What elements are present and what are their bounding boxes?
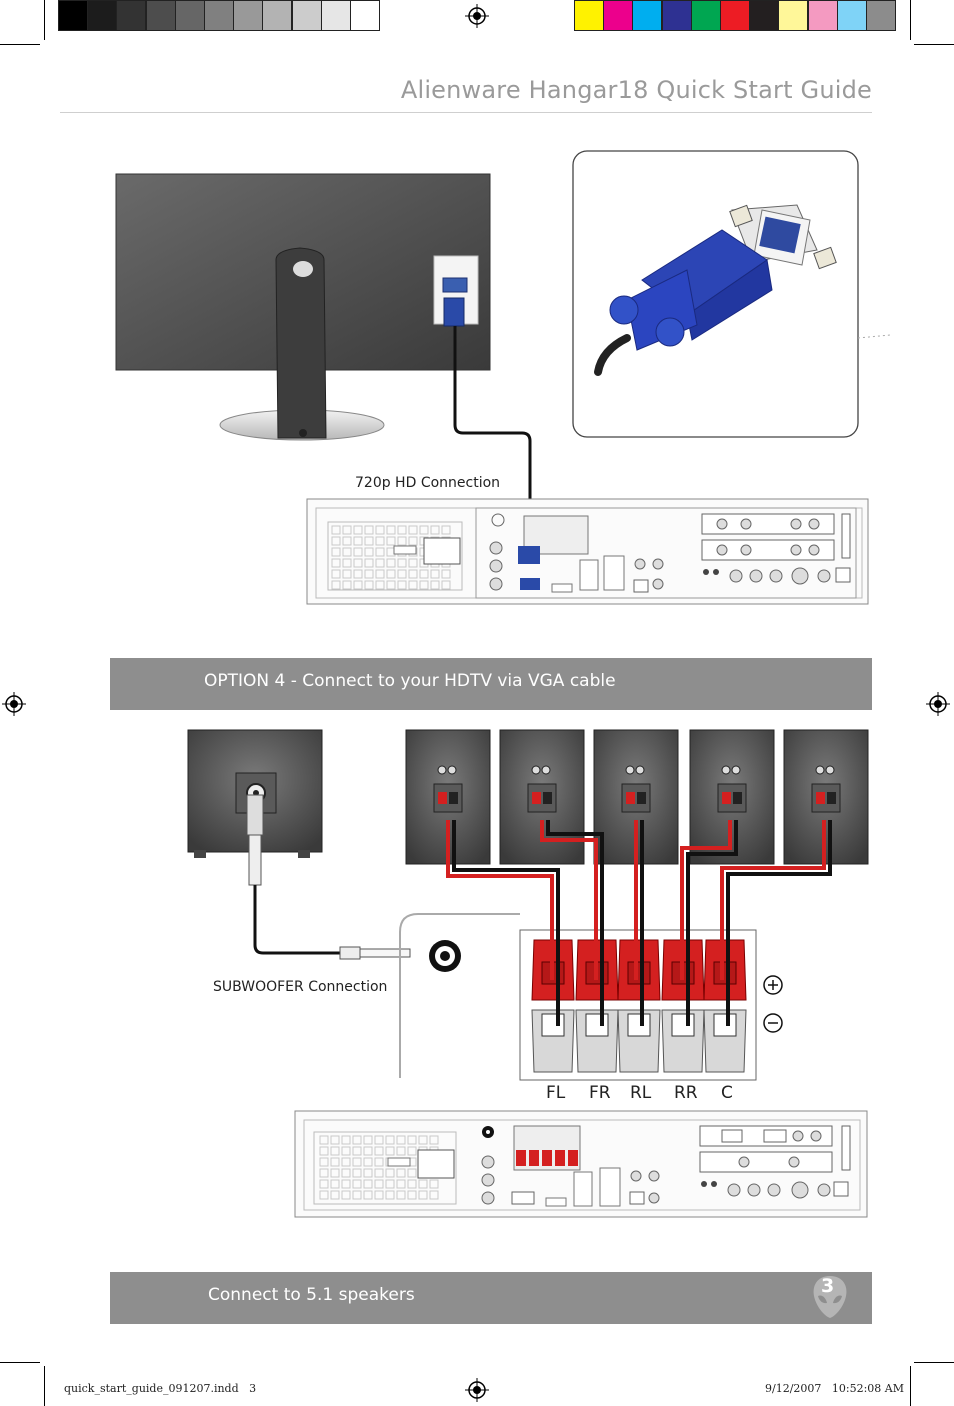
subwoofer-jack-icon <box>429 940 461 972</box>
crop-mark <box>44 0 45 40</box>
vga-connector-closeup <box>572 150 891 438</box>
plus-icon <box>763 975 783 995</box>
gray-swatch <box>58 0 88 31</box>
section-title-speakers: Connect to 5.1 speakers <box>208 1285 415 1305</box>
color-swatch <box>632 0 663 31</box>
subwoofer-connection-label: SUBWOOFER Connection <box>213 979 388 995</box>
registration-mark-icon <box>465 4 489 28</box>
channel-label-c: C <box>721 1083 733 1103</box>
rear-panel-outline <box>399 913 520 1078</box>
color-swatch <box>807 0 838 31</box>
color-swatch <box>603 0 634 31</box>
alien-head-icon <box>813 1276 847 1318</box>
gray-swatch <box>291 0 322 31</box>
crop-mark <box>914 1362 954 1363</box>
color-swatch <box>836 0 867 31</box>
registration-mark-icon <box>465 1378 489 1402</box>
section-bar-vga: OPTION 4 - Connect to your HDTV via VGA … <box>110 658 872 710</box>
color-swatch <box>574 0 604 31</box>
color-swatch <box>749 0 780 31</box>
page-title: Alienware Hangar18 Quick Start Guide <box>400 76 872 104</box>
header-divider <box>60 112 872 113</box>
subwoofer-cable-line <box>246 794 411 960</box>
pc-rear-panel-speakers <box>294 1110 868 1218</box>
registration-mark-icon <box>2 692 26 716</box>
gray-swatch <box>350 0 380 31</box>
footer-timestamp: 9/12/2007 10:52:08 AM <box>765 1382 904 1395</box>
crop-mark <box>44 1366 45 1406</box>
color-swatch <box>690 0 721 31</box>
channel-label-rl: RL <box>630 1083 652 1103</box>
registration-mark-icon <box>926 692 950 716</box>
gray-swatch <box>233 0 264 31</box>
speaker-terminal-block <box>446 820 832 1081</box>
color-swatch <box>778 0 809 31</box>
gray-swatch <box>116 0 147 31</box>
crop-mark <box>910 0 911 40</box>
crop-mark <box>910 1366 911 1406</box>
section-title-vga: OPTION 4 - Connect to your HDTV via VGA … <box>204 671 616 691</box>
color-swatch <box>661 0 692 31</box>
crop-mark <box>0 44 40 45</box>
channel-label-fr: FR <box>589 1083 611 1103</box>
pc-rear-panel-vga <box>306 498 869 605</box>
vga-connection-label: 720p HD Connection <box>355 475 501 491</box>
gray-swatch <box>145 0 176 31</box>
crop-mark <box>914 44 954 45</box>
channel-label-fl: FL <box>546 1083 566 1103</box>
gray-swatch <box>174 0 205 31</box>
gray-swatch <box>204 0 234 31</box>
channel-label-rr: RR <box>674 1083 698 1103</box>
monitor-illustration <box>115 173 491 441</box>
page-number: 3 <box>821 1275 835 1297</box>
color-swatch <box>866 0 896 31</box>
section-bar-speakers: Connect to 5.1 speakers <box>110 1272 872 1324</box>
gray-swatch <box>87 0 118 31</box>
minus-icon <box>763 1013 783 1033</box>
gray-swatch <box>262 0 293 31</box>
vga-cable-line <box>453 326 532 545</box>
footer-file-name: quick_start_guide_091207.indd 3 <box>64 1382 257 1395</box>
crop-mark <box>0 1362 40 1363</box>
gray-swatch <box>320 0 351 31</box>
color-swatch <box>720 0 750 31</box>
